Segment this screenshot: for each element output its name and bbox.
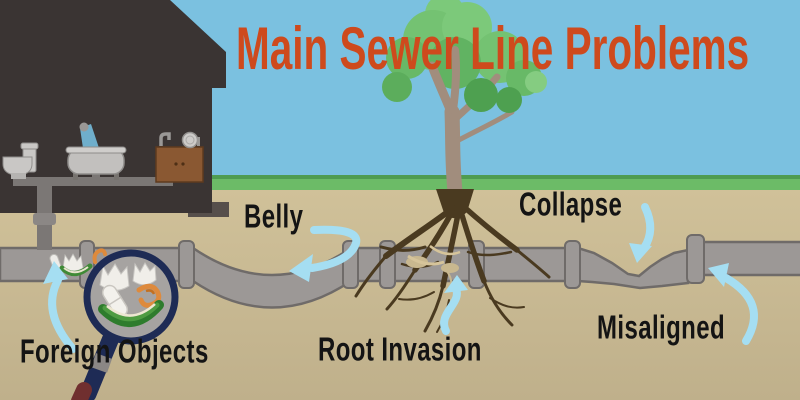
label-misaligned: Misaligned [597, 310, 726, 347]
page-title: Main Sewer Line Problems [236, 15, 750, 83]
tree [382, 0, 547, 199]
house [0, 0, 229, 250]
label-belly: Belly [244, 199, 304, 236]
plate-icon [181, 131, 199, 149]
misaligned-arrow [708, 263, 758, 345]
toilet [2, 142, 39, 179]
label-root-invasion: Root Invasion [318, 332, 482, 369]
collapse-arrow [629, 203, 655, 263]
label-foreign-objects: Foreign Objects [20, 334, 209, 371]
grass [0, 179, 800, 190]
label-collapse: Collapse [519, 187, 623, 224]
grass-edge [0, 175, 800, 179]
magnifier-rim [83, 249, 179, 345]
belly-arrow [289, 225, 361, 282]
magnifying-glass [71, 249, 179, 400]
root-invasion-arrow [440, 275, 468, 335]
annotation-arrows [43, 203, 758, 353]
bathtub [65, 122, 127, 180]
house-drain-pipe [13, 177, 173, 186]
magnified-foreign-objects [98, 262, 164, 328]
sink-vanity [155, 131, 204, 183]
tree-trunk [427, 46, 515, 199]
foreign-objects-arrow [43, 261, 77, 353]
tree-roots [354, 189, 551, 333]
